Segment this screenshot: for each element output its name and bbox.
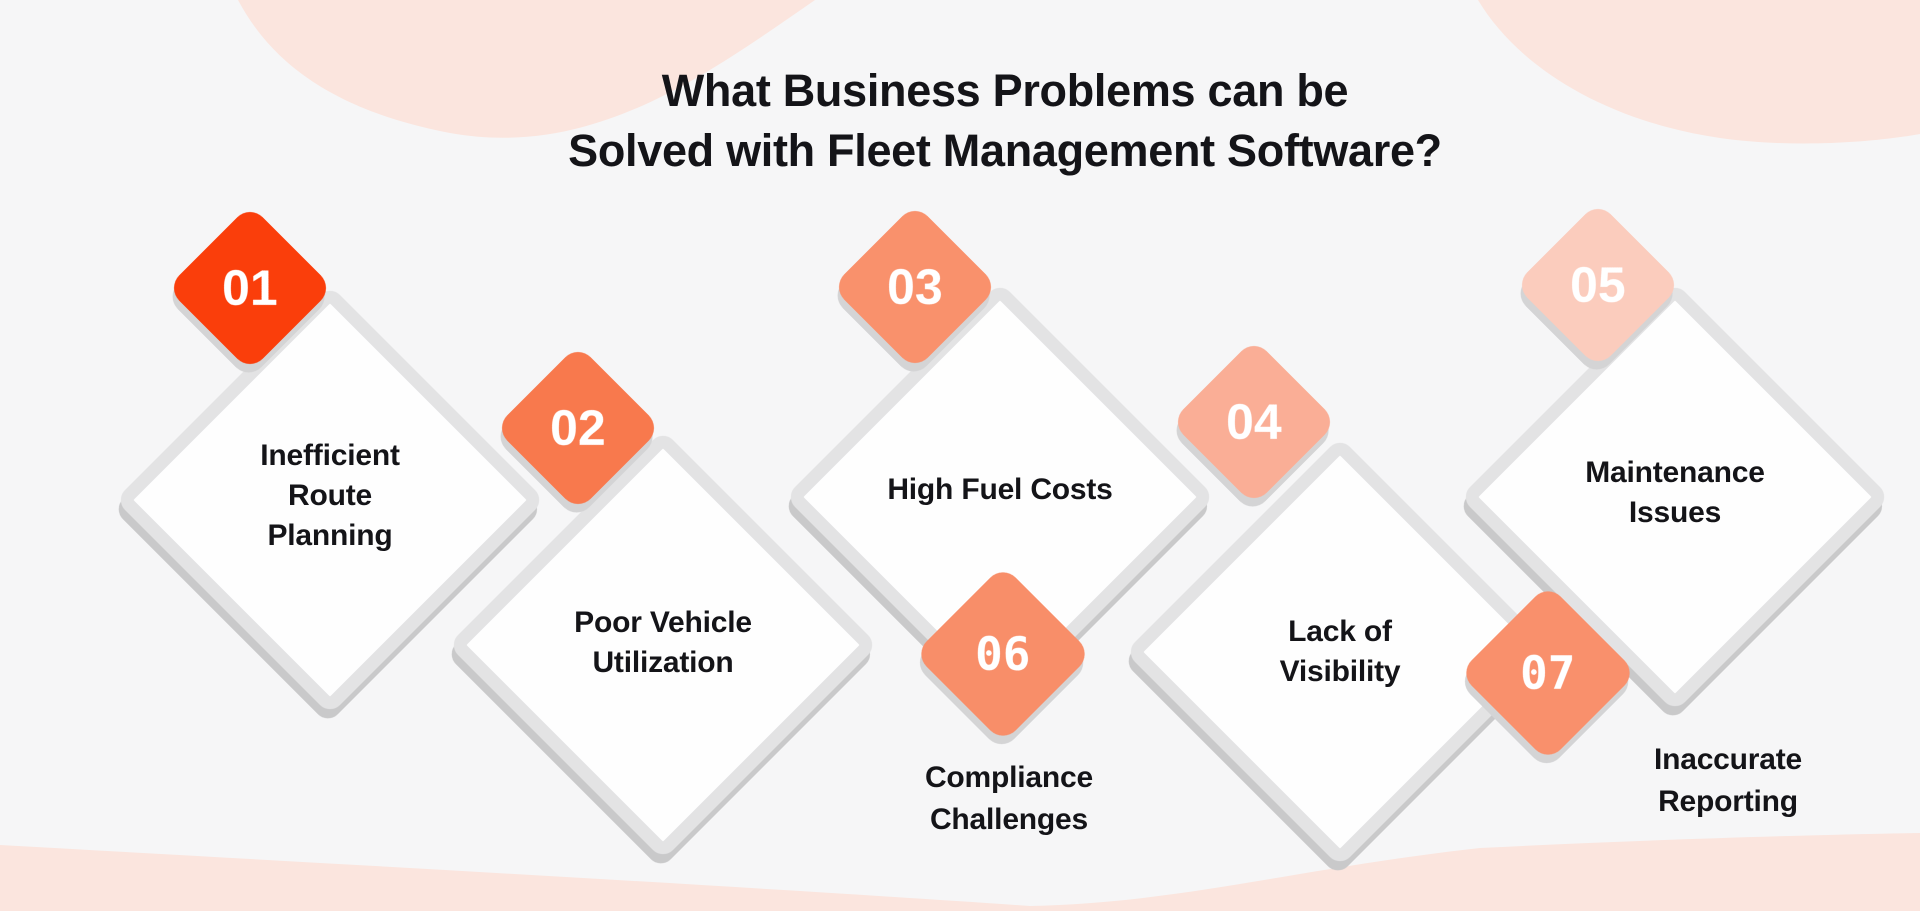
problem-6-label: Compliance Challenges [924,761,1094,836]
problem-1-number: 01 [222,260,278,316]
problem-7-label: Inaccurate Reporting [1653,743,1803,818]
background-wave-bottom [0,833,1920,911]
problem-7-number: 07 [1520,645,1576,700]
problem-5-label: Maintenance Issues [1585,456,1765,529]
problem-2-label: Poor Vehicle Utilization [574,606,752,679]
problem-2-number: 02 [550,400,606,456]
page-title: What Business Problems can be Solved wit… [568,65,1442,176]
problem-4-number: 04 [1226,394,1282,450]
problem-1-label: Inefficient Route Planning [260,439,400,552]
problem-5-number: 05 [1570,257,1626,313]
problem-3-number: 03 [887,259,943,315]
problem-3-label: High Fuel Costs [887,473,1113,506]
problem-6-number: 06 [975,626,1031,681]
problem-4-label: Lack of Visibility [1279,615,1401,688]
